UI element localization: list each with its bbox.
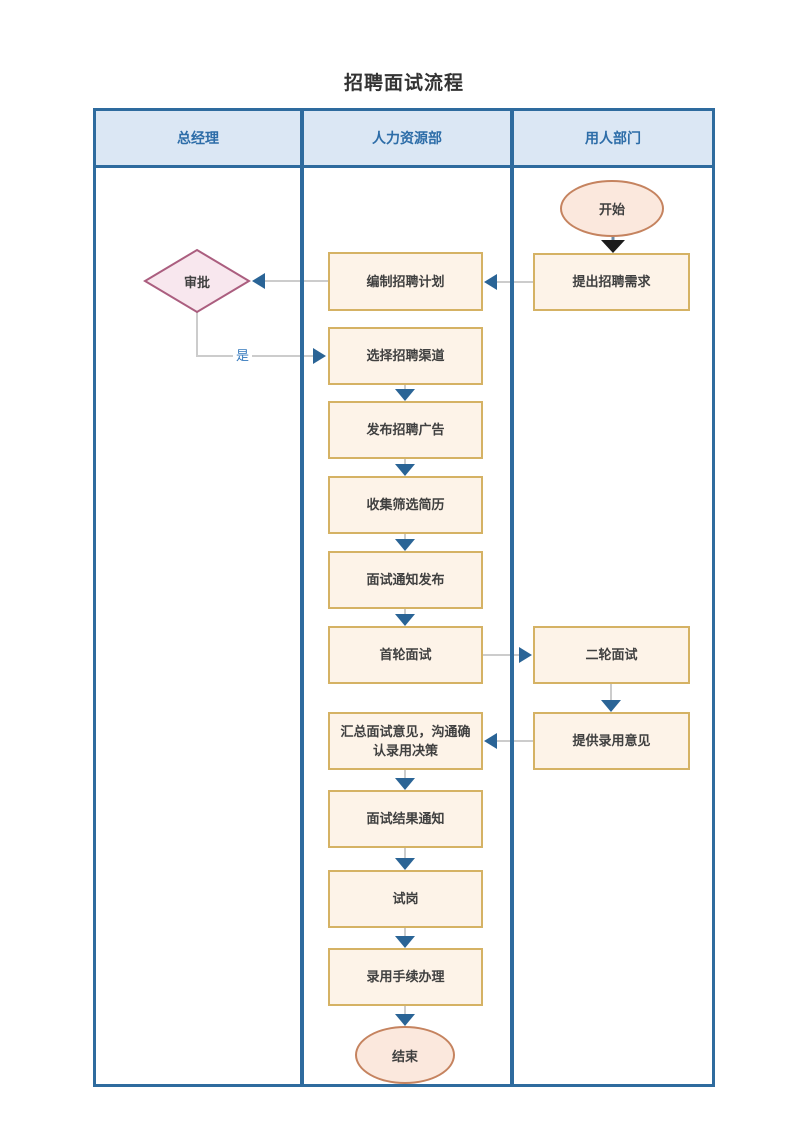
- node-first-interview-label: 首轮面试: [379, 647, 432, 663]
- node-second-interview-label: 二轮面试: [585, 647, 638, 663]
- node-approve-decision: 审批: [145, 251, 249, 311]
- node-first-round-interview: 首轮面试: [328, 626, 483, 684]
- node-notify-label: 面试通知发布: [366, 572, 445, 588]
- node-second-round-interview: 二轮面试: [533, 626, 690, 684]
- node-interview-notification: 面试通知发布: [328, 551, 483, 609]
- node-summarize-confirm-decision: 汇总面试意见，沟通确认录用决策: [328, 712, 483, 770]
- connector-procedure-end: [395, 1006, 415, 1026]
- node-provide-hiring-opinion: 提供录用意见: [533, 712, 690, 770]
- node-hiring-procedures: 录用手续办理: [328, 948, 483, 1006]
- node-plan-label: 编制招聘计划: [366, 273, 445, 289]
- node-start: 开始: [560, 180, 664, 237]
- edge-label-yes: 是: [233, 348, 253, 364]
- node-procedure-label: 录用手续办理: [366, 969, 445, 985]
- connector-result-trial: [395, 848, 415, 870]
- decision-approve-shape: [143, 248, 251, 314]
- node-collect-label: 收集筛选简历: [366, 497, 445, 513]
- connector-trial-procedure: [395, 928, 415, 948]
- connector-second-offer: [601, 684, 621, 712]
- node-collect-screen-resumes: 收集筛选简历: [328, 476, 483, 534]
- connector-summarize-result: [395, 770, 415, 790]
- node-publish-recruitment-ad: 发布招聘广告: [328, 401, 483, 459]
- node-offer-opinion-label: 提供录用意见: [572, 733, 651, 749]
- connector-collect-notify: [395, 534, 415, 551]
- connector-propose-plan: [484, 274, 533, 290]
- node-propose-label: 提出招聘需求: [572, 274, 651, 290]
- lane-label-general-manager: 总经理: [177, 130, 219, 146]
- connector-start-propose: [601, 236, 625, 253]
- node-prepare-recruitment-plan: 编制招聘计划: [328, 252, 483, 311]
- connector-approve-channel: [196, 311, 326, 364]
- node-summarize-label: 汇总面试意见，沟通确认录用决策: [340, 723, 471, 759]
- node-propose-recruitment-need: 提出招聘需求: [533, 253, 690, 311]
- lane-label-hr-department: 人力资源部: [372, 130, 442, 146]
- node-end-label: 结束: [391, 1048, 418, 1064]
- node-channel-label: 选择招聘渠道: [366, 348, 445, 364]
- connector-publish-collect: [395, 459, 415, 476]
- connector-plan-approve: [252, 273, 328, 289]
- node-approve-label: 审批: [183, 274, 210, 290]
- node-publish-label: 发布招聘广告: [366, 422, 445, 438]
- lane-label-hiring-department: 用人部门: [585, 130, 641, 146]
- diagram-title: 招聘面试流程: [343, 73, 464, 94]
- node-select-recruitment-channel: 选择招聘渠道: [328, 327, 483, 385]
- node-end: 结束: [355, 1026, 455, 1084]
- node-result-notice-label: 面试结果通知: [366, 811, 445, 827]
- swimlane-frame: 总经理 人力资源部 用人部门: [93, 108, 715, 1087]
- connector-offer-summarize: [484, 733, 533, 749]
- node-trial-label: 试岗: [392, 891, 419, 907]
- node-interview-result-notice: 面试结果通知: [328, 790, 483, 848]
- node-start-label: 开始: [598, 202, 625, 217]
- lane-divider-1: [300, 111, 304, 1084]
- connector-notify-first: [395, 609, 415, 626]
- node-trial-post: 试岗: [328, 870, 483, 928]
- connector-channel-publish: [395, 385, 415, 401]
- lane-divider-2: [510, 111, 514, 1084]
- swimlane-header: [96, 111, 712, 168]
